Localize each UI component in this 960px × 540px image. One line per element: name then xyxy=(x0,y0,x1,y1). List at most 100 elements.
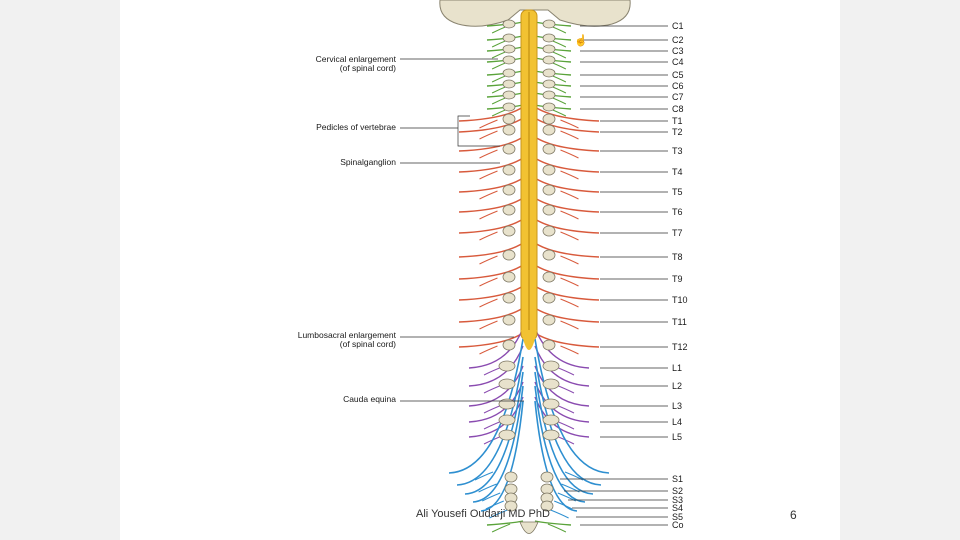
nerve-t6-right xyxy=(534,197,600,213)
nerve-t4-right xyxy=(534,157,600,173)
nerve-branch-s2-left xyxy=(478,483,497,493)
vertebra-t9-left xyxy=(502,271,516,283)
vertebra-l2-right xyxy=(542,378,560,390)
nerve-t1-right xyxy=(534,106,600,122)
vertebra-t6-left xyxy=(502,204,516,216)
nerve-s1-left xyxy=(448,338,524,474)
vertebra-c2-right xyxy=(542,33,556,43)
vertebra-t4-left xyxy=(502,164,516,176)
label-lumbosacral: Lumbosacral enlargement xyxy=(298,330,397,340)
segment-label-t4: T4 xyxy=(672,167,683,177)
nerve-branch-t4-right xyxy=(560,170,579,180)
nerve-branch-s1-left xyxy=(474,471,494,481)
nerve-branch-t2-left xyxy=(479,130,498,140)
segment-label-c3: C3 xyxy=(672,46,684,56)
vertebra-t12-right xyxy=(542,339,556,351)
conus-medullaris xyxy=(521,330,537,350)
nerve-t6-left xyxy=(458,197,524,213)
vertebra-l5-right xyxy=(542,429,560,441)
segment-label-t1: T1 xyxy=(672,116,683,126)
segment-label-t9: T9 xyxy=(672,274,683,284)
vertebra-l4-left xyxy=(498,414,516,426)
vertebra-t10-left xyxy=(502,292,516,304)
vertebra-t2-left xyxy=(502,124,516,136)
nerve-t5-left xyxy=(458,177,524,193)
nerve-t11-left xyxy=(458,307,524,323)
nerve-branch-t1-left xyxy=(479,119,498,129)
vertebra-t12-left xyxy=(502,339,516,351)
vertebra-c4-left xyxy=(502,55,516,65)
slide xyxy=(120,0,840,540)
vertebra-t5-left xyxy=(502,184,516,196)
left-labels: Cervical enlargement(of spinal cord) Pedi… xyxy=(298,54,524,404)
nerve-branch-s5-right xyxy=(550,509,569,519)
nerve-branch-t4-left xyxy=(479,170,498,180)
nerve-t9-left xyxy=(458,264,524,280)
segment-label-t8: T8 xyxy=(672,252,683,262)
hand-cursor-icon: ☝ xyxy=(574,33,588,47)
nerve-t1-left xyxy=(458,106,524,122)
nerve-t10-right xyxy=(534,285,600,301)
vertebra-l5-left xyxy=(498,429,516,441)
nerve-branch-t1-right xyxy=(560,119,579,129)
vertebra-t6-right xyxy=(542,204,556,216)
vertebra-t8-right xyxy=(542,249,556,261)
slide-number: 6 xyxy=(790,508,797,522)
nerve-t2-left xyxy=(458,117,524,133)
segment-label-c2: C2 xyxy=(672,35,684,45)
vertebra-s1-right xyxy=(540,471,554,483)
label-cervical: Cervical enlargement xyxy=(316,54,397,64)
nerve-branch-t6-left xyxy=(479,210,498,220)
nerve-t7-left xyxy=(458,218,524,234)
segment-label-t10: T10 xyxy=(672,295,688,305)
vertebra-c3-left xyxy=(502,44,516,54)
nerve-t8-left xyxy=(458,242,524,258)
segment-label-t11: T11 xyxy=(672,317,687,327)
vertebra-c6-right xyxy=(542,79,556,89)
vertebra-t2-right xyxy=(542,124,556,136)
vertebra-s1-left xyxy=(504,471,518,483)
label-ganglion: Spinalganglion xyxy=(340,157,396,167)
nerve-branch-t9-left xyxy=(479,277,498,287)
segment-label-c4: C4 xyxy=(672,57,684,67)
label-cervical-sub: (of spinal cord) xyxy=(340,63,396,73)
vertebral-bodies xyxy=(498,19,560,534)
vertebra-c8-left xyxy=(502,102,516,112)
segment-label-t7: T7 xyxy=(672,228,683,238)
nerve-t5-right xyxy=(534,177,600,193)
nerve-t7-right xyxy=(534,218,600,234)
nerve-branch-t2-right xyxy=(560,130,579,140)
nerve-l1-left xyxy=(468,327,524,369)
nerve-s3-right xyxy=(534,371,594,495)
segment-label-c1: C1 xyxy=(672,21,684,31)
skull-base xyxy=(439,0,631,27)
vertebra-c1-left xyxy=(502,19,516,29)
vertebra-l1-right xyxy=(542,360,560,372)
label-cauda: Cauda equina xyxy=(343,394,396,404)
segment-label-s4: S4 xyxy=(672,503,683,513)
nerve-branch-t5-left xyxy=(479,190,498,200)
nerve-s2-right xyxy=(534,356,602,486)
nerve-s3-left xyxy=(464,371,524,495)
label-pedicles: Pedicles of vertebrae xyxy=(316,122,396,132)
nerve-branch-t7-right xyxy=(560,231,579,241)
segment-label-t5: T5 xyxy=(672,187,683,197)
vertebra-l3-left xyxy=(498,398,516,410)
nerve-t9-right xyxy=(534,264,600,280)
vertebra-t8-left xyxy=(502,249,516,261)
nerve-t11-right xyxy=(534,307,600,323)
nerve-branch-t5-right xyxy=(560,190,579,200)
nerve-branch-t11-right xyxy=(560,320,579,330)
vertebra-c4-right xyxy=(542,55,556,65)
vertebra-c3-right xyxy=(542,44,556,54)
segment-label-s5: S5 xyxy=(672,512,683,522)
nerve-branch-t8-right xyxy=(560,255,579,265)
nerve-s5-left xyxy=(480,400,524,512)
nerve-t3-right xyxy=(534,136,600,152)
vertebra-c8-right xyxy=(542,102,556,112)
pedicles-bracket xyxy=(457,115,500,147)
segment-label-l4: L4 xyxy=(672,417,682,427)
vertebra-s4-left xyxy=(504,500,518,512)
vertebra-t11-right xyxy=(542,314,556,326)
